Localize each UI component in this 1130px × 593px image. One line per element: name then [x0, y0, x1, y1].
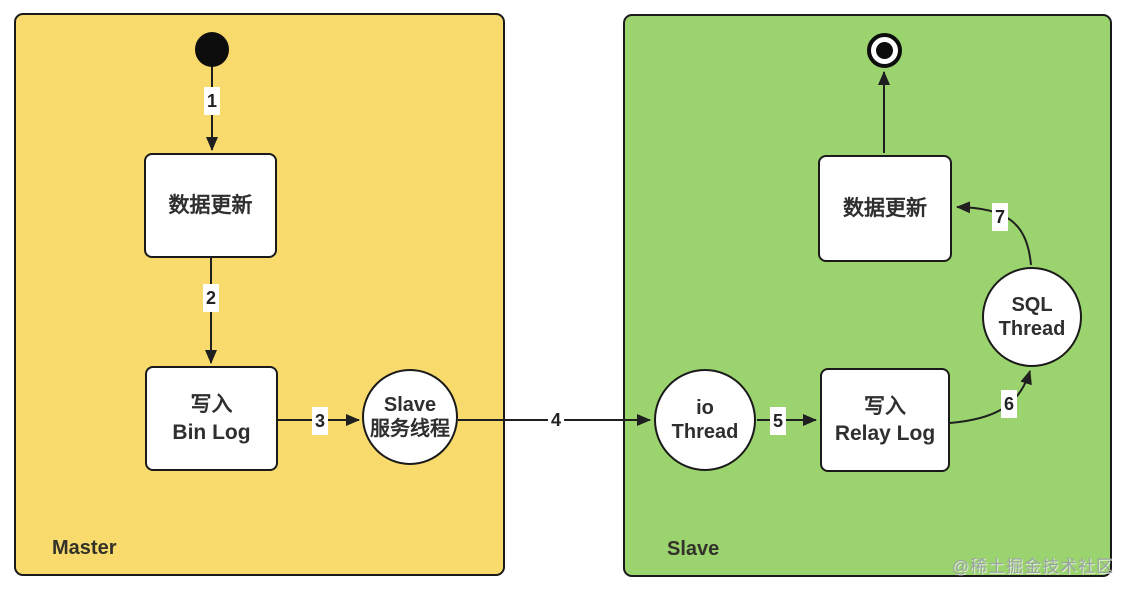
- edge-6-label: 6: [1000, 390, 1018, 418]
- edge-3-label: 3: [311, 407, 329, 435]
- start-node: [195, 32, 229, 67]
- node-slave-service-thread: Slave 服务线程: [362, 369, 458, 465]
- edge-4-label: 4: [547, 406, 565, 434]
- node-label-line1: 写入: [190, 393, 233, 417]
- edge-5-label: 5: [769, 407, 787, 435]
- node-label-line2: 服务线程: [370, 418, 450, 440]
- node-io-thread: io Thread: [654, 369, 756, 471]
- master-container: [14, 13, 505, 576]
- node-label-line2: Relay Log: [834, 422, 936, 445]
- edge-7-label: 7: [991, 203, 1009, 231]
- node-label-line1: 写入: [864, 394, 906, 418]
- end-node-inner-dot: [876, 42, 893, 59]
- node-bin-log: 写入 Bin Log: [145, 366, 278, 471]
- edge-1-label: 1: [203, 87, 221, 115]
- node-sql-thread: SQL Thread: [982, 267, 1082, 367]
- node-label-line1: io: [696, 397, 714, 419]
- node-label-line1: Slave: [383, 394, 437, 416]
- node-label-line2: Bin Log: [172, 420, 251, 444]
- edge-2-label: 2: [202, 284, 220, 312]
- slave-label: Slave: [667, 538, 720, 560]
- watermark: @稀土掘金技术社区: [951, 557, 1114, 576]
- node-label-line1: SQL: [1011, 294, 1053, 316]
- node-label: 数据更新: [168, 193, 253, 217]
- end-node: [867, 33, 902, 68]
- node-label-line2: Thread: [998, 318, 1066, 340]
- node-label-line2: Thread: [671, 421, 739, 443]
- node-data-update-slave: 数据更新: [818, 155, 952, 262]
- node-data-update-master: 数据更新: [144, 153, 277, 258]
- master-label: Master: [52, 537, 117, 559]
- node-relay-log: 写入 Relay Log: [820, 368, 950, 472]
- node-label: 数据更新: [843, 196, 927, 220]
